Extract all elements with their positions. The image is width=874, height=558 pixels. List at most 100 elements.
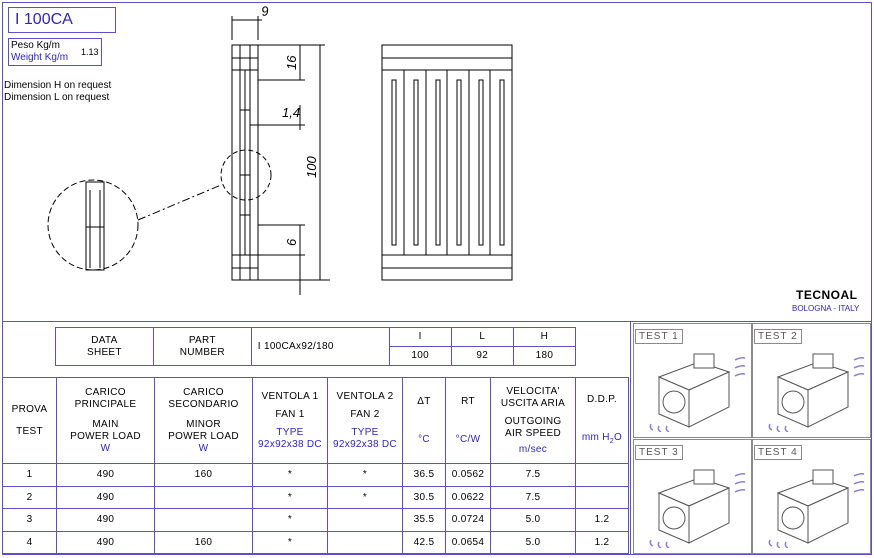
spec-table: DATA SHEET PART NUMBER I 100CAx92/180 I … — [55, 327, 577, 366]
header-rt-label: RT — [461, 395, 475, 407]
row1-speed: 7.5 — [490, 463, 576, 487]
weight-value: 1.13 — [81, 47, 99, 57]
part-code: I 100CA — [15, 11, 73, 28]
test-label-4: TEST 4 — [754, 445, 802, 460]
header-main-load-unit: W — [100, 442, 111, 454]
row2-test: 2 — [2, 486, 57, 509]
header-ddp-unit-main: mm H — [581, 431, 610, 443]
header-speed-line4: AIR SPEED — [504, 427, 562, 439]
profile-drawing: 9 16 1,4 100 6 H L — [47, 3, 513, 295]
row1-test: 1 — [2, 463, 57, 487]
part-number-label-line2: NUMBER — [179, 346, 225, 358]
header-test: PROVA TEST — [2, 377, 57, 464]
header-minor-load-line3: MINOR — [186, 418, 221, 430]
header-main-load-line4: POWER LOAD — [70, 430, 141, 442]
header-fan2-line1: VENTOLA 2 — [336, 390, 394, 402]
dim-16: 16 — [284, 55, 299, 70]
row3-minor — [154, 508, 253, 532]
data-sheet-line2: SHEET — [86, 346, 122, 358]
weight-label-en: Weight Kg/m — [11, 52, 69, 63]
row4-speed: 5.0 — [490, 531, 576, 554]
row1-ddp — [575, 463, 629, 487]
divider-vertical — [630, 321, 631, 554]
company-logo-name: TECNOAL — [796, 288, 858, 302]
header-fan1: VENTOLA 1 FAN 1 TYPE 92x92x38 DC — [252, 377, 328, 464]
dim-6: 6 — [284, 238, 299, 246]
test-label-2: TEST 2 — [754, 329, 802, 344]
dim-9: 9 — [260, 3, 269, 19]
val-l: 92 — [450, 346, 514, 366]
header-ddp-unit-end: O — [613, 431, 623, 443]
header-dt: ΔT °C — [402, 377, 446, 464]
col-i-header: I — [388, 327, 452, 347]
row1-main: 490 — [56, 463, 155, 487]
row3-ddp: 1.2 — [575, 508, 629, 532]
row4-test: 4 — [2, 531, 57, 554]
test-label-1: TEST 1 — [635, 329, 683, 344]
test-label-3: TEST 3 — [635, 445, 683, 460]
row2-main: 490 — [56, 486, 155, 509]
table-row: 4 490 160 * 42.5 0.0654 5.0 1.2 — [2, 531, 629, 554]
row3-fan2 — [327, 508, 403, 532]
data-sheet-line1: DATA — [91, 334, 118, 346]
row1-rt: 0.0562 — [445, 463, 491, 487]
weight-label-it: Peso Kg/m — [11, 40, 60, 51]
row2-fan1: * — [252, 486, 328, 509]
header-ddp-unit-sub: 2 — [609, 437, 614, 445]
row4-ddp: 1.2 — [575, 531, 629, 554]
part-number-label-cell: PART NUMBER — [152, 327, 252, 366]
header-minor-load: CARICO SECONDARIO MINOR POWER LOAD W — [154, 377, 253, 464]
row2-dt: 30.5 — [402, 486, 446, 509]
table-row: 2 490 * * 30.5 0.0622 7.5 — [2, 486, 629, 509]
row3-speed: 5.0 — [490, 508, 576, 532]
row1-fan2: * — [327, 463, 403, 487]
header-main-load-line2: PRINCIPALE — [74, 398, 137, 410]
row1-minor: 160 — [154, 463, 253, 487]
header-speed-line1: VELOCITA' — [506, 385, 560, 397]
header-fan2: VENTOLA 2 FAN 2 TYPE 92x92x38 DC — [327, 377, 403, 464]
val-h: 180 — [512, 346, 577, 366]
header-fan1-line1: VENTOLA 1 — [261, 390, 319, 402]
part-number: I 100CAx92/180 — [250, 327, 390, 366]
header-speed: VELOCITA' USCITA ARIA OUTGOING AIR SPEED… — [490, 377, 576, 464]
header-speed-line3: OUTGOING — [504, 415, 562, 427]
header-minor-load-line4: POWER LOAD — [168, 430, 239, 442]
row4-minor: 160 — [154, 531, 253, 554]
fan-heatsink-illustration — [768, 353, 865, 432]
test-panel-3: TEST 3 — [633, 439, 752, 554]
header-minor-load-line1: CARICO — [183, 386, 224, 398]
row2-fan2: * — [327, 486, 403, 509]
header-minor-load-unit: W — [198, 442, 209, 454]
weight-box: Peso Kg/m Weight Kg/m 1.13 — [8, 38, 102, 66]
test-panel-1: TEST 1 — [633, 323, 752, 438]
row1-dt: 36.5 — [402, 463, 446, 487]
row2-rt: 0.0622 — [445, 486, 491, 509]
row4-dt: 42.5 — [402, 531, 446, 554]
part-number-label-line1: PART — [188, 334, 216, 346]
row1-fan1: * — [252, 463, 328, 487]
company-logo: TECNOAL BOLOGNA - ITALY — [788, 289, 868, 315]
row3-fan1: * — [252, 508, 328, 532]
header-fan1-model: 92x92x38 DC — [258, 438, 322, 450]
test-panel-2: TEST 2 — [752, 323, 871, 438]
header-test-line2: TEST — [16, 425, 43, 437]
divider-horizontal — [2, 321, 872, 322]
header-fan2-model: 92x92x38 DC — [333, 438, 397, 450]
data-sheet-cell: DATA SHEET — [55, 327, 154, 366]
col-l-header: L — [450, 327, 514, 347]
header-fan2-type: TYPE — [351, 426, 379, 438]
table-row: 1 490 160 * * 36.5 0.0562 7.5 — [2, 463, 629, 487]
header-main-load-line1: CARICO — [85, 386, 126, 398]
val-i: 100 — [388, 346, 452, 366]
header-rt: RT °C/W — [445, 377, 491, 464]
header-speed-line2: USCITA ARIA — [500, 397, 566, 409]
table-row: 3 490 * 35.5 0.0724 5.0 1.2 — [2, 508, 629, 532]
header-speed-unit: m/sec — [518, 443, 548, 455]
row3-main: 490 — [56, 508, 155, 532]
row2-minor — [154, 486, 253, 509]
header-fan1-type: TYPE — [276, 426, 304, 438]
test-panel-4: TEST 4 — [752, 439, 871, 554]
fan-heatsink-illustration — [649, 469, 746, 548]
row4-rt: 0.0654 — [445, 531, 491, 554]
dim-1-4: 1,4 — [282, 105, 300, 120]
